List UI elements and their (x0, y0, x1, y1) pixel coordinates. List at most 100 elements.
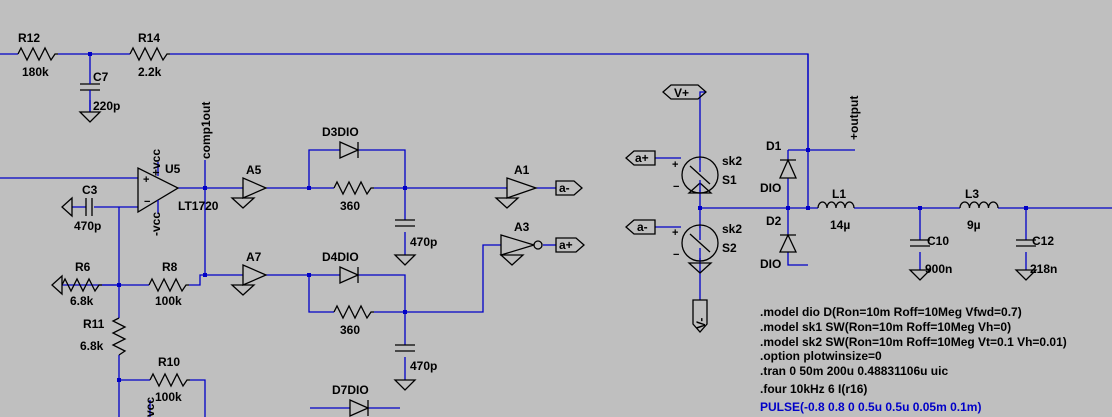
svg-text:L3: L3 (965, 187, 979, 201)
svg-text:a+: a+ (559, 238, 573, 252)
spice-directives[interactable]: .model dio D(Ron=10m Roff=10Meg Vfwd=0.7… (760, 305, 1067, 414)
svg-text:sk2: sk2 (722, 222, 742, 236)
svg-text:a-: a- (559, 181, 570, 195)
buffer-a7[interactable]: A7 (242, 250, 268, 286)
svg-text:100k: 100k (155, 390, 182, 404)
svg-text:a+: a+ (635, 151, 649, 165)
svg-text:A1: A1 (514, 163, 530, 177)
svg-text:+: + (143, 174, 149, 186)
svg-text:R12: R12 (18, 31, 40, 45)
pulse-source-text: PULSE(-0.8 0.8 0 0.5u 0.5u 0.05m 0.1m) (760, 400, 981, 414)
directive-line: .model dio D(Ron=10m Roff=10Meg Vfwd=0.7… (760, 305, 1022, 319)
port-a-minus-out[interactable]: a- (555, 180, 583, 196)
port-v-minus[interactable]: V- (692, 299, 708, 333)
svg-text:470p: 470p (410, 359, 437, 373)
port-output[interactable]: +output (847, 96, 861, 140)
svg-text:470p: 470p (410, 235, 437, 249)
svg-text:R14: R14 (138, 31, 160, 45)
svg-text:2.2k: 2.2k (138, 65, 162, 79)
port-a-minus-in[interactable]: a- (625, 219, 656, 235)
buffer-a1[interactable]: A1 (506, 163, 538, 199)
svg-text:180k: 180k (22, 65, 49, 79)
port-a-plus-out[interactable]: a+ (555, 237, 585, 253)
svg-text:V-: V- (694, 318, 708, 329)
resistor-r12[interactable]: R12 180k (17, 31, 58, 79)
diode-d3[interactable]: D3DIO (322, 125, 360, 160)
resistor-r6[interactable]: R6 6.8k (61, 260, 119, 308)
svg-text:U5: U5 (165, 162, 181, 176)
svg-text:D3DIO: D3DIO (322, 125, 359, 139)
resistor-360-bottom[interactable]: 360 (333, 304, 374, 337)
svg-text:R10: R10 (158, 355, 180, 369)
diode-d7[interactable]: D7DIO (332, 383, 370, 417)
resistor-r8[interactable]: R8 100k (148, 260, 189, 308)
svg-text:R8: R8 (162, 260, 178, 274)
svg-text:360: 360 (340, 199, 360, 213)
svg-text:6.8k: 6.8k (80, 339, 104, 353)
capacitor-c3[interactable]: C3 470p (72, 183, 101, 233)
svg-text:C10: C10 (927, 234, 949, 248)
diode-d2[interactable]: D2 DIO (760, 214, 798, 271)
svg-text:C7: C7 (93, 70, 109, 84)
svg-text:+output: +output (847, 96, 861, 140)
inductor-l1[interactable]: L1 14µ (817, 187, 855, 232)
svg-text:D1: D1 (766, 139, 782, 153)
svg-text:218n: 218n (1030, 262, 1057, 276)
directive-line: .option plotwinsize=0 (760, 349, 882, 363)
directive-line: .model sk1 SW(Ron=10m Roff=10Meg Vh=0) (760, 320, 1011, 334)
svg-text:A7: A7 (246, 250, 262, 264)
diode-d1[interactable]: D1 DIO (760, 139, 798, 195)
svg-text:C12: C12 (1032, 234, 1054, 248)
svg-text:S1: S1 (722, 173, 737, 187)
svg-text:14µ: 14µ (830, 218, 850, 232)
svg-text:D4DIO: D4DIO (322, 250, 359, 264)
svg-text:V+: V+ (674, 86, 689, 100)
svg-text:-vcc: -vcc (149, 212, 163, 236)
svg-text:9µ: 9µ (967, 218, 981, 232)
svg-text:S2: S2 (722, 241, 737, 255)
svg-text:sk2: sk2 (722, 154, 742, 168)
diode-d4[interactable]: D4DIO (322, 250, 360, 285)
svg-text:+: + (672, 159, 678, 171)
inverter-a3[interactable]: A3 (500, 220, 543, 256)
svg-text:R11: R11 (83, 317, 105, 331)
svg-text:D2: D2 (766, 214, 782, 228)
svg-text:A3: A3 (514, 220, 530, 234)
port-a-plus-in[interactable]: a+ (625, 150, 656, 166)
resistor-r11[interactable]: R11 6.8k (80, 317, 127, 356)
capacitor-470p-bottom[interactable]: 470p (395, 344, 437, 373)
svg-text:−: − (144, 196, 150, 208)
svg-text:vcc: vcc (143, 397, 157, 417)
svg-text:900n: 900n (925, 262, 952, 276)
directive-line: .four 10kHz 6 I(r16) (760, 382, 867, 396)
svg-text:A5: A5 (246, 163, 262, 177)
svg-text:comp1out: comp1out (199, 102, 213, 159)
capacitor-c7[interactable]: C7 220p (80, 70, 120, 113)
switch-s2[interactable]: + − sk2 S2 (672, 222, 742, 262)
inductor-l3[interactable]: L3 9µ (959, 187, 999, 232)
svg-text:DIO: DIO (760, 181, 781, 195)
svg-text:a-: a- (637, 220, 648, 234)
svg-text:−: − (673, 249, 679, 261)
port-v-plus[interactable]: V+ (662, 84, 707, 100)
capacitor-470p-top[interactable]: 470p (395, 219, 437, 249)
resistor-r14[interactable]: R14 2.2k (129, 31, 170, 79)
svg-text:+vcc: +vcc (149, 149, 163, 176)
resistor-r10[interactable]: R10 100k (149, 355, 190, 404)
capacitor-c12[interactable]: C12 218n (1016, 234, 1057, 276)
net-label-vcc: vcc (143, 397, 157, 417)
directive-line: .tran 0 50m 200u 0.48831106u uic (760, 364, 948, 378)
svg-text:R6: R6 (75, 260, 91, 274)
switch-s1[interactable]: + − sk2 S1 (672, 154, 742, 194)
svg-text:100k: 100k (155, 294, 182, 308)
svg-text:LT1720: LT1720 (178, 199, 219, 213)
directive-line: .model sk2 SW(Ron=10m Roff=10Meg Vt=0.1 … (760, 335, 1067, 349)
resistor-360-top[interactable]: 360 (333, 180, 374, 213)
comparator-u5[interactable]: + − U5 LT1720 +vcc -vcc comp1out (137, 102, 219, 236)
svg-text:C3: C3 (82, 183, 98, 197)
capacitor-c10[interactable]: C10 900n (910, 234, 952, 276)
svg-text:−: − (673, 181, 679, 193)
buffer-a5[interactable]: A5 (242, 163, 268, 199)
